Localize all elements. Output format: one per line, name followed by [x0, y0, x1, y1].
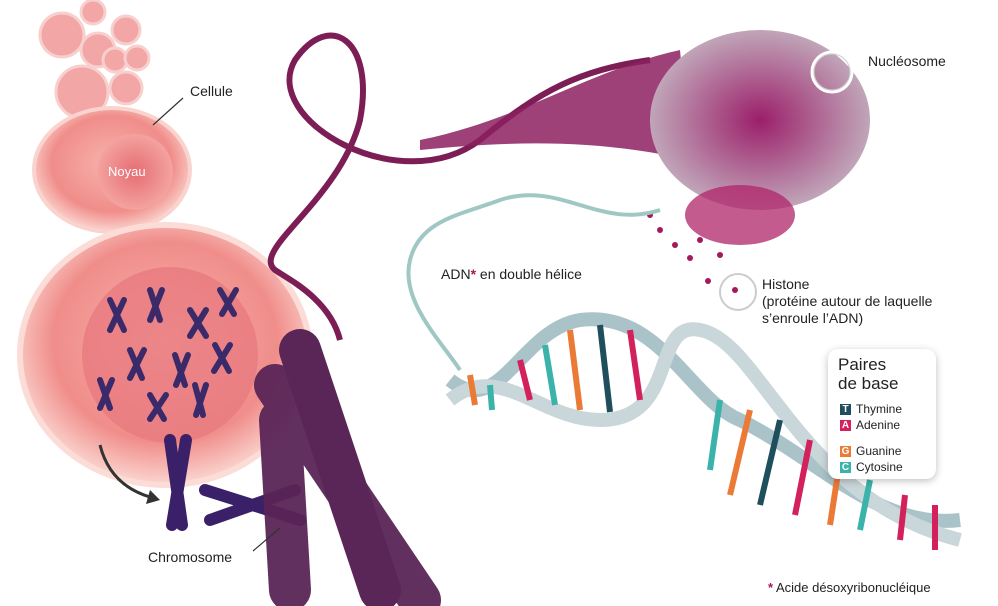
small-chromosomes — [97, 287, 239, 422]
adn-text: ADN — [441, 266, 471, 282]
chromatin — [647, 30, 870, 261]
label-noyau: Noyau — [108, 164, 146, 179]
label-cellule: Cellule — [190, 83, 233, 99]
footnote-asterisk: * — [768, 580, 774, 595]
legend-label: Thymine — [856, 402, 903, 416]
legend-label: Guanine — [856, 444, 902, 458]
legend-item-thymine: T Thymine — [840, 402, 902, 416]
small-cells — [38, 0, 151, 120]
swatch-a: A — [840, 419, 851, 431]
histone-desc-1: (protéine autour de laquelle — [762, 293, 933, 309]
legend-item-adenine: A Adenine — [840, 418, 900, 432]
big-chromosome — [254, 329, 441, 606]
label-nucleosome: Nucléosome — [868, 53, 946, 69]
legend-item-cytosine: C Cytosine — [840, 460, 903, 474]
asterisk: * — [470, 266, 477, 282]
label-adn: ADN* en double hélice — [441, 266, 582, 282]
histone-title: Histone — [762, 276, 810, 292]
swatch-g: G — [840, 445, 851, 457]
large-nucleus — [82, 267, 258, 443]
label-chromosome: Chromosome — [148, 549, 233, 565]
nucleosome-marker — [810, 50, 854, 94]
histone-desc-2: s’enroule l’ADN) — [762, 310, 864, 326]
arrow — [98, 444, 151, 499]
footnote-text: Acide désoxyribonucléique — [773, 580, 931, 595]
footnote: * Acide désoxyribonucléique — [768, 580, 931, 595]
histone-marker — [719, 273, 757, 311]
swatch-t: T — [840, 403, 851, 415]
swatch-c: C — [840, 461, 851, 473]
legend-title-1: Paires — [838, 355, 887, 374]
double-helix — [445, 312, 962, 550]
adn-suffix: en double hélice — [476, 266, 582, 282]
legend-title-2: de base — [838, 374, 899, 393]
thin-dna-strand — [406, 193, 661, 372]
legend-label: Cytosine — [856, 460, 903, 474]
label-histone: Histone (protéine autour de laquelle s’e… — [762, 276, 932, 327]
nucleus — [97, 134, 173, 210]
legend-item-guanine: G Guanine — [840, 444, 901, 458]
legend-label: Adenine — [856, 418, 901, 432]
